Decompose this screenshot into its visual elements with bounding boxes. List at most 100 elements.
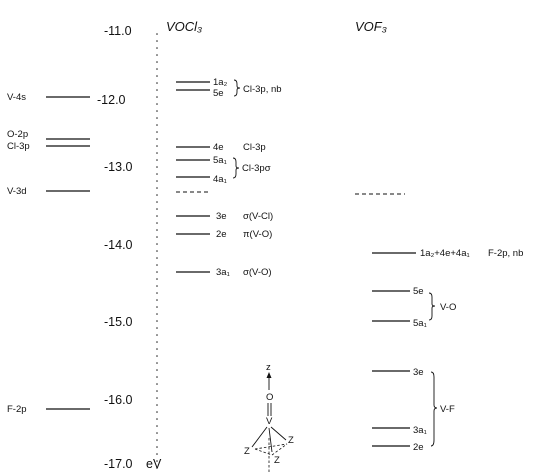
axis-dot (156, 397, 158, 399)
molecule-ligand-z3: Z (274, 455, 280, 466)
axis-dot (156, 453, 158, 455)
axis-dot (156, 362, 158, 364)
molecule-bond-vz-2 (270, 426, 287, 441)
label-vocl3-2e: 2e (216, 229, 227, 240)
axis-dot (156, 103, 158, 105)
axis-dot (156, 341, 158, 343)
molecule-bond-vz-3 (268, 427, 273, 453)
axis-dot (156, 131, 158, 133)
axis-dot (156, 243, 158, 245)
atomic-levels: V-4s O-2p Cl-3p V-3d F-2p (7, 92, 90, 415)
axis-dot (156, 285, 158, 287)
axis-dot (156, 439, 158, 441)
axis-dot (156, 271, 158, 273)
axis-dot (156, 159, 158, 161)
molecule-bond-vz-1 (251, 426, 268, 448)
label-vocl3-3e: 3e (216, 211, 227, 222)
tick-label-11: -11.0 (104, 24, 132, 38)
axis-dot (156, 166, 158, 168)
axis-dot (156, 236, 158, 238)
label-vof3-nb: 1a₂+4e+4a₁ (420, 248, 470, 259)
axis-dot (156, 215, 158, 217)
molecule-ligand-z2: Z (288, 435, 294, 446)
axis-dot (156, 383, 158, 385)
axis-dot (156, 390, 158, 392)
brace-vo (428, 292, 436, 321)
axis-dot (156, 334, 158, 336)
axis-dot (156, 75, 158, 77)
tick-label-13: -13.0 (104, 160, 133, 174)
label-vof3-3e: 3e (413, 367, 424, 378)
axis-dot (156, 89, 158, 91)
label-vof3-2e: 2e (413, 442, 424, 453)
axis-dot (156, 446, 158, 448)
annotation-cl3p: Cl-3p (243, 142, 266, 153)
axis-dot (156, 418, 158, 420)
label-vof3-5e: 5e (413, 286, 424, 297)
axis-dot (156, 467, 158, 469)
axis-dot (156, 355, 158, 357)
tick-label-12: -12.0 (97, 93, 126, 107)
brace-cl3p-nb (233, 79, 241, 97)
label-vocl3-5a1: 5a₁ (213, 155, 227, 166)
axis-dot (156, 208, 158, 210)
axis-dot (156, 124, 158, 126)
axis-dot (156, 110, 158, 112)
annotation-sigma-vcl: σ(V-Cl) (243, 211, 273, 222)
energy-axis (156, 33, 158, 469)
axis-dot (156, 194, 158, 196)
axis-dot (156, 264, 158, 266)
axis-dot (156, 425, 158, 427)
annotation-f2p-nb: F-2p, nb (488, 248, 523, 259)
tick-label-14: -14.0 (104, 238, 133, 252)
tick-label-17: -17.0 (104, 457, 133, 471)
molecule-base-edge-1 (254, 448, 273, 456)
axis-dot (156, 117, 158, 119)
annotation-pi-vo: π(V-O) (243, 229, 272, 240)
molecule-base-edge-2 (271, 443, 288, 456)
axis-dot (156, 68, 158, 70)
label-vocl3-4e: 4e (213, 142, 224, 153)
label-vocl3-1a2: 1a₂ (213, 77, 228, 88)
tick-label-16: -16.0 (104, 393, 133, 407)
axis-dot (156, 40, 158, 42)
axis-tick-labels: -11.0 -12.0 -13.0 -14.0 -15.0 -16.0 -17.… (97, 24, 162, 471)
label-v4s: V-4s (7, 92, 26, 103)
annotation-cl3p-sigma: Cl-3pσ (242, 163, 271, 174)
heading-vocl3: VOCl₃ (166, 19, 202, 34)
axis-dot (156, 460, 158, 462)
molecule-sketch: z O V Z Z Z (244, 362, 294, 474)
axis-dot (156, 327, 158, 329)
brace-cl3p-sigma (232, 157, 240, 179)
tick-label-15: -15.0 (104, 315, 133, 329)
annotation-vf: V-F (440, 404, 455, 415)
vocl3-levels: 1a₂ 5e Cl-3p, nb 4e Cl-3p 5a₁ 4a₁ Cl-3pσ… (176, 77, 282, 278)
axis-dot (156, 152, 158, 154)
axis-dot (156, 47, 158, 49)
axis-dot (156, 201, 158, 203)
axis-dot (156, 299, 158, 301)
molecule-z-axis-label: z (266, 362, 271, 373)
annotation-sigma-vo: σ(V-O) (243, 267, 272, 278)
axis-dot (156, 54, 158, 56)
axis-dot (156, 320, 158, 322)
label-f2p: F-2p (7, 404, 27, 415)
axis-dot (156, 61, 158, 63)
axis-dot (156, 96, 158, 98)
axis-dot (156, 278, 158, 280)
label-vof3-5a1: 5a₁ (413, 318, 427, 329)
molecule-vanadium: V (266, 416, 273, 427)
axis-unit: eV (146, 457, 162, 471)
axis-dot (156, 173, 158, 175)
axis-dot (156, 250, 158, 252)
axis-dot (156, 369, 158, 371)
brace-vf (430, 371, 438, 447)
arrow-up-icon (266, 372, 272, 378)
label-vof3-3a1: 3a₁ (413, 425, 427, 436)
vof3-levels: 1a₂+4e+4a₁ F-2p, nb 5e 5a₁ V-O 3e 3a₁ 2e… (355, 193, 523, 453)
label-v3d: V-3d (7, 186, 27, 197)
molecule-base-edge-3 (254, 443, 288, 450)
label-cl3p: Cl-3p (7, 141, 30, 152)
axis-dot (156, 292, 158, 294)
